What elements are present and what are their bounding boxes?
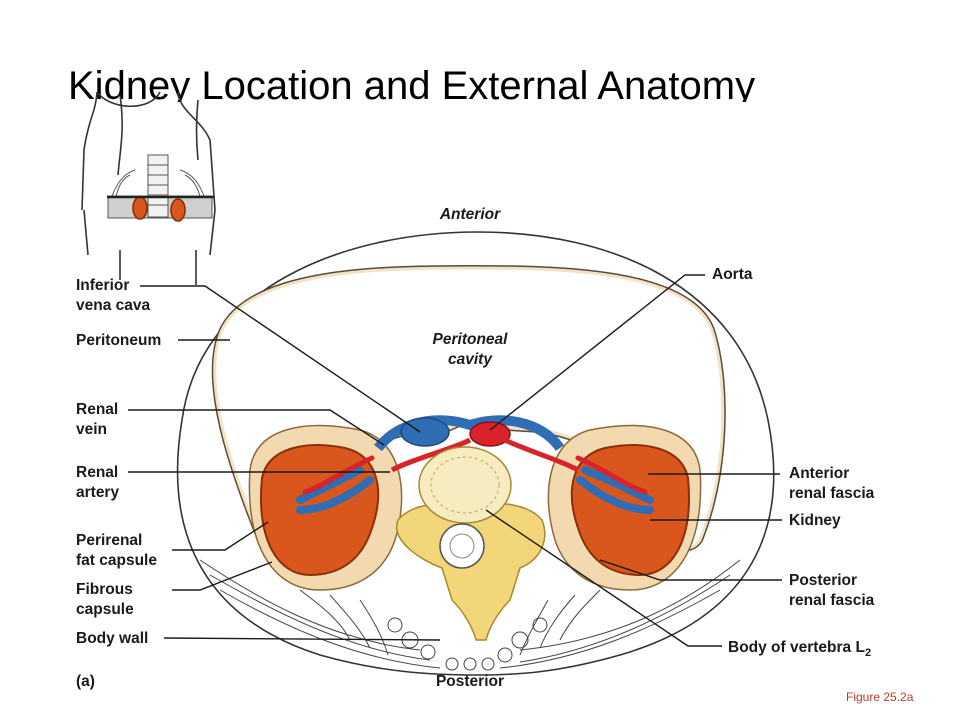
label-renal-vein-line1: Renal — [76, 401, 119, 418]
body-wall-tissue — [199, 559, 741, 671]
right-kidney-group — [547, 424, 702, 591]
label-vertebra-subscript: 2 — [864, 647, 872, 660]
inferior-vena-cava — [400, 417, 450, 447]
figure-reference: Figure 25.2a — [846, 690, 914, 704]
label-fibrous-capsule: Fibrous capsule — [76, 580, 134, 620]
label-inferior-vena-cava-line1: Inferior — [76, 277, 130, 294]
label-body-of-vertebra: Body of vertebra L2 — [728, 638, 871, 663]
vertebral-body — [418, 446, 512, 524]
label-peritoneal-cavity: Peritoneal cavity — [410, 330, 530, 370]
label-renal-vein-line2: vein — [76, 421, 108, 438]
label-perirenal-line1: Perirenal — [76, 532, 143, 549]
torso-inset — [81, 91, 216, 285]
label-fibrous-line2: capsule — [76, 601, 134, 618]
label-body-wall: Body wall — [76, 630, 149, 647]
label-renal-artery-line1: Renal — [76, 464, 119, 481]
label-anterior-fascia-line1: Anterior — [789, 465, 850, 482]
label-fibrous-line1: Fibrous — [76, 581, 133, 598]
label-renal-artery-line2: artery — [76, 484, 120, 501]
label-posterior-fascia-line2: renal fascia — [789, 592, 875, 609]
label-posterior-renal-fascia: Posterior renal fascia — [789, 571, 874, 611]
aorta — [469, 421, 511, 447]
label-inferior-vena-cava-line2: vena cava — [76, 297, 151, 314]
label-renal-vein: Renal vein — [76, 400, 118, 440]
left-kidney-group — [248, 424, 403, 591]
label-renal-artery: Renal artery — [76, 463, 119, 503]
label-kidney: Kidney — [789, 512, 841, 529]
label-peritoneal-line2: cavity — [448, 351, 492, 368]
label-perirenal-line2: fat capsule — [76, 552, 157, 569]
panel-label: (a) — [76, 673, 95, 690]
label-posterior: Posterior — [435, 673, 505, 690]
label-perirenal-fat-capsule: Perirenal fat capsule — [76, 531, 157, 571]
great-vessels — [374, 415, 580, 473]
label-inferior-vena-cava: Inferior vena cava — [76, 276, 150, 316]
vertebra — [395, 446, 546, 641]
label-peritoneal-line1: Peritoneal — [432, 331, 508, 348]
label-aorta: Aorta — [712, 266, 753, 283]
label-anterior-fascia-line2: renal fascia — [789, 485, 875, 502]
label-anterior-renal-fascia: Anterior renal fascia — [789, 464, 874, 504]
label-posterior-fascia-line1: Posterior — [789, 572, 858, 589]
label-vertebra-text: Body of vertebra L — [728, 639, 865, 656]
label-peritoneum: Peritoneum — [76, 332, 162, 349]
leader-lines — [128, 274, 782, 647]
slide-title: Kidney Location and External Anatomy — [68, 64, 756, 102]
label-anterior: Anterior — [439, 206, 501, 223]
